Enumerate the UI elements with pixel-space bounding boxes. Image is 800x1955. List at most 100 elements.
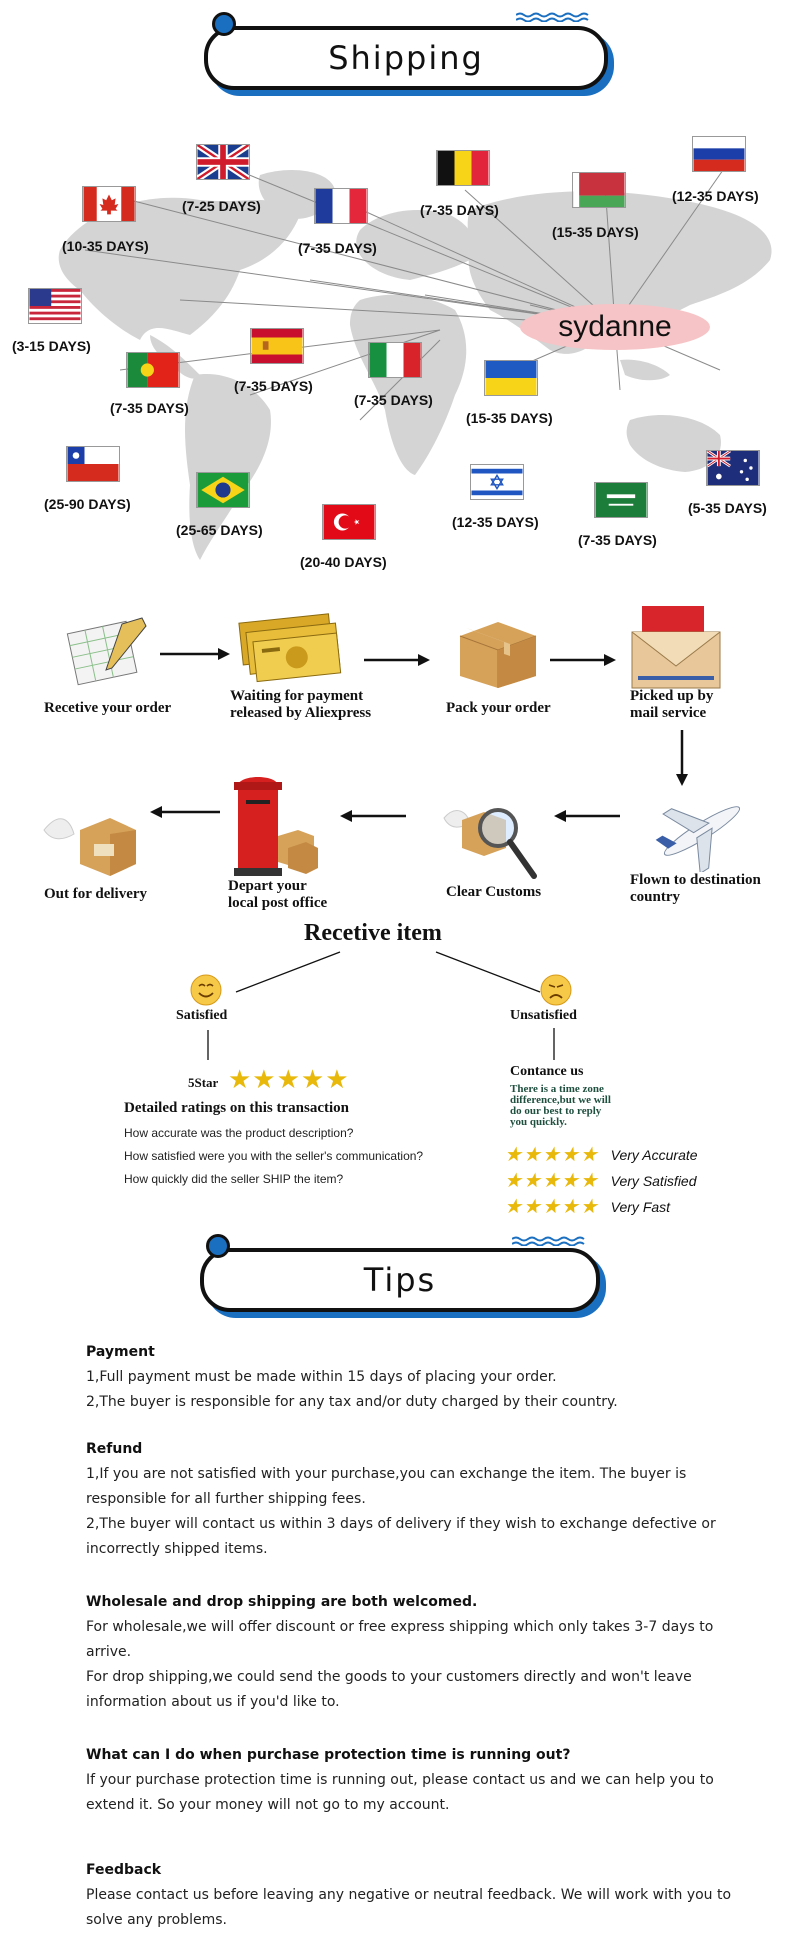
tip-payment: Payment 1,Full payment must be made with… [86, 1340, 746, 1415]
customs-magnifier-icon [443, 808, 537, 879]
rating-stars: ★★★★★ [504, 1170, 599, 1192]
step-flown: Flown to destination country [630, 872, 761, 906]
contact-note-line2: difference,but we will [510, 1094, 611, 1106]
saudi-days: (7-35 DAYS) [578, 532, 657, 548]
russia-flag-icon [692, 136, 746, 172]
banner-dot-icon [212, 12, 236, 36]
airplane-icon [655, 806, 741, 872]
step-depart-post-line2: local post office [228, 895, 328, 911]
canada-flag-icon [82, 186, 136, 222]
arrow-down-icon [676, 730, 688, 786]
contact-note-line1: There is a time zone [510, 1083, 604, 1095]
tip-heading: What can I do when purchase protection t… [86, 1747, 571, 1763]
australia-days: (5-35 DAYS) [688, 500, 767, 516]
step-pack-order: Pack your order [446, 700, 551, 716]
rating-label: Very Fast [610, 1198, 671, 1215]
australia-flag-icon [706, 450, 760, 486]
detailed-ratings-title: Detailed ratings on this transaction [124, 1100, 349, 1116]
belgium-days: (7-35 DAYS) [420, 202, 499, 218]
rating-stars: ★★★★★ [504, 1196, 599, 1218]
tip-wholesale: Wholesale and drop shipping are both wel… [86, 1590, 746, 1715]
satisfied-label: Satisfied [176, 1008, 228, 1023]
rating-row-fast: ★★★★★ Very Fast [504, 1194, 670, 1219]
tip-heading: Payment [86, 1344, 155, 1360]
brazil-days: (25-65 DAYS) [176, 522, 263, 538]
arrow-left-icon [340, 810, 406, 822]
step-waiting-payment-line2: released by Aliexpress [230, 705, 372, 721]
italy-days: (7-35 DAYS) [354, 392, 433, 408]
wave-decoration-icon [516, 12, 589, 22]
saudi-flag-icon [594, 482, 648, 518]
rating-stars: ★★★★★ [504, 1144, 599, 1166]
tip-line: 1,If you are not satisfied with your pur… [86, 1466, 687, 1507]
flying-box-icon [43, 818, 136, 876]
unsatisfied-label: Unsatisfied [510, 1008, 577, 1023]
brand-name: sydanne [558, 310, 672, 343]
feedback-branch-lines [207, 951, 555, 1060]
question-shipping: How quickly did the seller SHIP the item… [124, 1172, 344, 1186]
banner-dot-icon [206, 1234, 230, 1258]
uk-days: (7-25 DAYS) [182, 198, 261, 214]
shipping-title: Shipping [328, 39, 484, 77]
brazil-flag-icon [196, 472, 250, 508]
five-star-label: 5Star [188, 1075, 219, 1090]
tips-banner: Tips [200, 1248, 600, 1312]
tip-line: 2,The buyer is responsible for any tax a… [86, 1394, 618, 1410]
portugal-days: (7-35 DAYS) [110, 400, 189, 416]
step-flown-line2: country [630, 889, 680, 905]
tip-protection: What can I do when purchase protection t… [86, 1743, 746, 1818]
arrow-right-icon [550, 654, 616, 666]
shipping-banner: Shipping [204, 26, 608, 90]
rating-label: Very Accurate [610, 1146, 698, 1163]
israel-flag-icon [470, 464, 524, 500]
step-out-delivery: Out for delivery [44, 886, 148, 902]
tip-line: 2,The buyer will contact us within 3 day… [86, 1516, 716, 1557]
tip-line: Please contact us before leaving any neg… [86, 1887, 732, 1928]
contact-note-line3: do our best to reply [510, 1105, 602, 1117]
russia-days: (12-35 DAYS) [672, 188, 759, 204]
arrow-left-icon [554, 810, 620, 822]
france-flag-icon [314, 188, 368, 224]
tip-line: If your purchase protection time is runn… [86, 1772, 714, 1813]
tip-line: 1,Full payment must be made within 15 da… [86, 1369, 557, 1385]
usa-flag-icon [28, 288, 82, 324]
italy-flag-icon [368, 342, 422, 378]
contact-note: There is a time zone difference,but we w… [510, 1084, 611, 1128]
chile-days: (25-90 DAYS) [44, 496, 131, 512]
rating-row-accuracy: ★★★★★ Very Accurate [504, 1142, 698, 1167]
order-form-icon [66, 617, 147, 686]
spain-flag-icon [250, 328, 304, 364]
mail-envelope-icon [631, 606, 721, 689]
turkey-flag-icon [322, 504, 376, 540]
tip-line: For wholesale,we will offer discount or … [86, 1619, 714, 1660]
brand-bubble: sydanne [520, 304, 710, 350]
usa-days: (3-15 DAYS) [12, 338, 91, 354]
tips-title: Tips [363, 1261, 437, 1299]
ukraine-flag-icon [484, 360, 538, 396]
tip-heading: Wholesale and drop shipping are both wel… [86, 1594, 478, 1610]
rating-row-satisfied: ★★★★★ Very Satisfied [504, 1168, 697, 1193]
tip-line: For drop shipping,we could send the good… [86, 1669, 692, 1710]
package-box-icon [459, 622, 537, 688]
question-communication: How satisfied were you with the seller's… [124, 1149, 424, 1163]
question-accuracy: How accurate was the product description… [124, 1126, 354, 1140]
step-picked-up: Picked up by mail service [630, 688, 713, 722]
rating-label: Very Satisfied [610, 1172, 697, 1189]
money-icon [238, 613, 342, 683]
contact-title: Contance us [510, 1064, 584, 1079]
happy-face-icon [190, 974, 222, 1006]
spain-days: (7-35 DAYS) [234, 378, 313, 394]
portugal-flag-icon [126, 352, 180, 388]
step-flown-line1: Flown to destination [630, 872, 761, 888]
post-box-icon [234, 777, 318, 876]
tip-refund: Refund 1,If you are not satisfied with y… [86, 1437, 746, 1562]
unhappy-face-icon [540, 974, 572, 1006]
canada-days: (10-35 DAYS) [62, 238, 149, 254]
tip-feedback: Feedback Please contact us before leavin… [86, 1858, 746, 1933]
israel-days: (12-35 DAYS) [452, 514, 539, 530]
uk-flag-icon [196, 144, 250, 180]
belgium-flag-icon [436, 150, 490, 186]
arrow-right-icon [364, 654, 430, 666]
tips-content: Payment 1,Full payment must be made with… [86, 1340, 746, 1955]
step-depart-post-line1: Depart your [228, 878, 307, 894]
